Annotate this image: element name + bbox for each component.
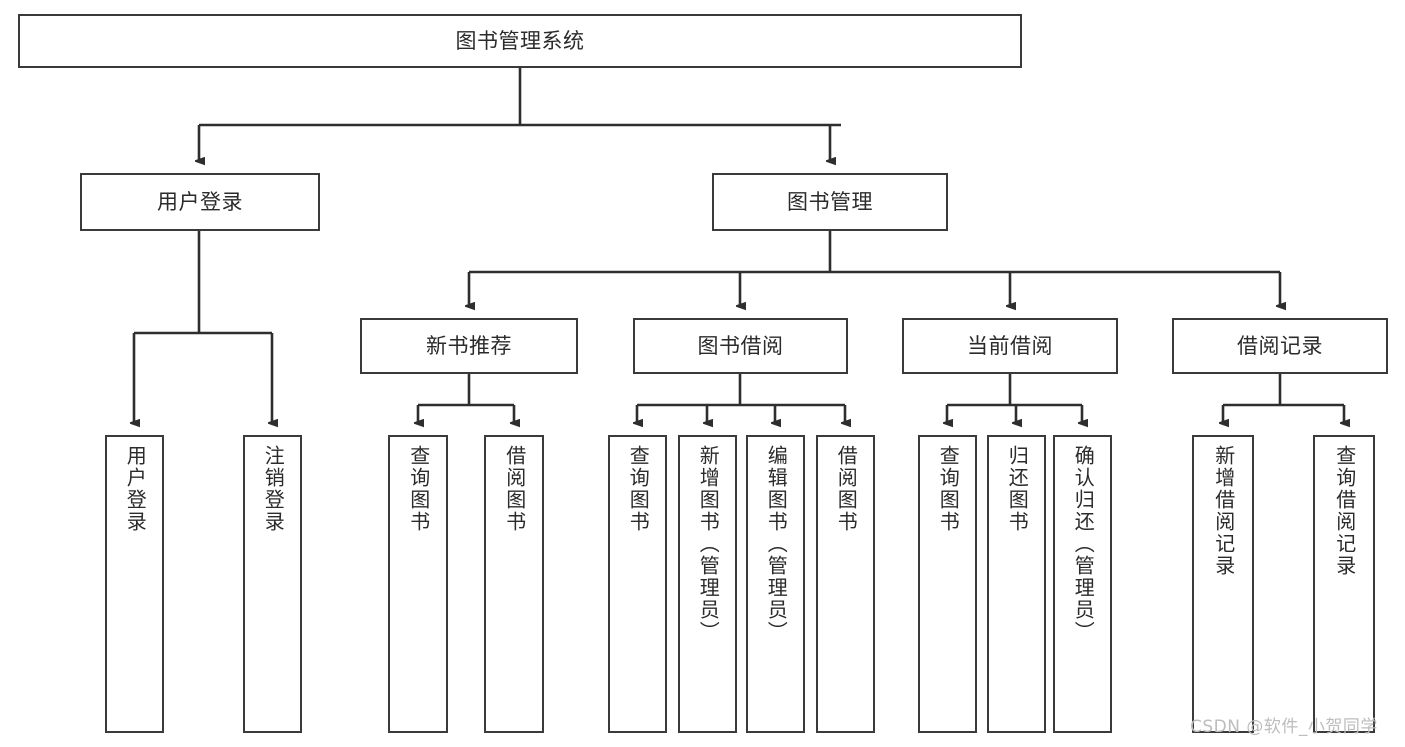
node-leaf-label: 新增图书（管理员）: [696, 445, 721, 643]
node-leaf-label: 借阅图书: [502, 445, 527, 533]
node-leaf-add-borrow-record[interactable]: 新增借阅记录: [1192, 435, 1254, 733]
node-new-book-recommend[interactable]: 新书推荐: [360, 318, 578, 374]
node-borrow-records[interactable]: 借阅记录: [1172, 318, 1388, 374]
node-new-book-recommend-label: 新书推荐: [426, 333, 512, 358]
node-leaf-confirm-return-admin[interactable]: 确认归还（管理员）: [1053, 435, 1112, 733]
csdn-watermark: CSDN @软件_小贺同学: [1190, 717, 1378, 737]
node-leaf-borrow-book[interactable]: 借阅图书: [816, 435, 875, 733]
node-book-management[interactable]: 图书管理: [712, 173, 948, 231]
node-leaf-add-book-admin[interactable]: 新增图书（管理员）: [678, 435, 737, 733]
node-user-login[interactable]: 用户登录: [80, 173, 320, 231]
node-leaf-label: 查询图书: [936, 445, 961, 533]
node-root-label: 图书管理系统: [455, 28, 585, 53]
node-book-management-label: 图书管理: [787, 189, 873, 214]
node-leaf-label: 查询借阅记录: [1332, 445, 1357, 577]
node-leaf-return-book[interactable]: 归还图书: [987, 435, 1046, 733]
node-leaf-query-book-newbook[interactable]: 查询图书: [388, 435, 448, 733]
node-user-login-label: 用户登录: [157, 189, 243, 214]
node-leaf-edit-book-admin[interactable]: 编辑图书（管理员）: [746, 435, 805, 733]
node-book-borrow[interactable]: 图书借阅: [633, 318, 848, 374]
node-leaf-label: 新增借阅记录: [1211, 445, 1236, 577]
node-root-system[interactable]: 图书管理系统: [18, 14, 1022, 68]
node-leaf-user-login[interactable]: 用户登录: [105, 435, 164, 733]
node-leaf-label: 借阅图书: [834, 445, 859, 533]
node-leaf-label: 归还图书: [1005, 445, 1030, 533]
node-leaf-query-book-current[interactable]: 查询图书: [918, 435, 977, 733]
node-leaf-label: 用户登录: [123, 445, 148, 533]
node-leaf-query-borrow-record[interactable]: 查询借阅记录: [1313, 435, 1375, 733]
node-leaf-label: 确认归还（管理员）: [1071, 445, 1096, 643]
node-book-borrow-label: 图书借阅: [697, 333, 784, 358]
node-current-borrow[interactable]: 当前借阅: [902, 318, 1118, 374]
node-leaf-label: 查询图书: [406, 445, 431, 533]
node-leaf-label: 查询图书: [626, 445, 651, 533]
node-leaf-borrow-book-newbook[interactable]: 借阅图书: [484, 435, 544, 733]
node-borrow-records-label: 借阅记录: [1237, 333, 1323, 358]
node-leaf-label: 注销登录: [261, 445, 286, 533]
node-leaf-query-book-borrow[interactable]: 查询图书: [608, 435, 667, 733]
node-leaf-label: 编辑图书（管理员）: [764, 445, 789, 643]
node-current-borrow-label: 当前借阅: [967, 333, 1053, 358]
node-leaf-logout[interactable]: 注销登录: [243, 435, 302, 733]
